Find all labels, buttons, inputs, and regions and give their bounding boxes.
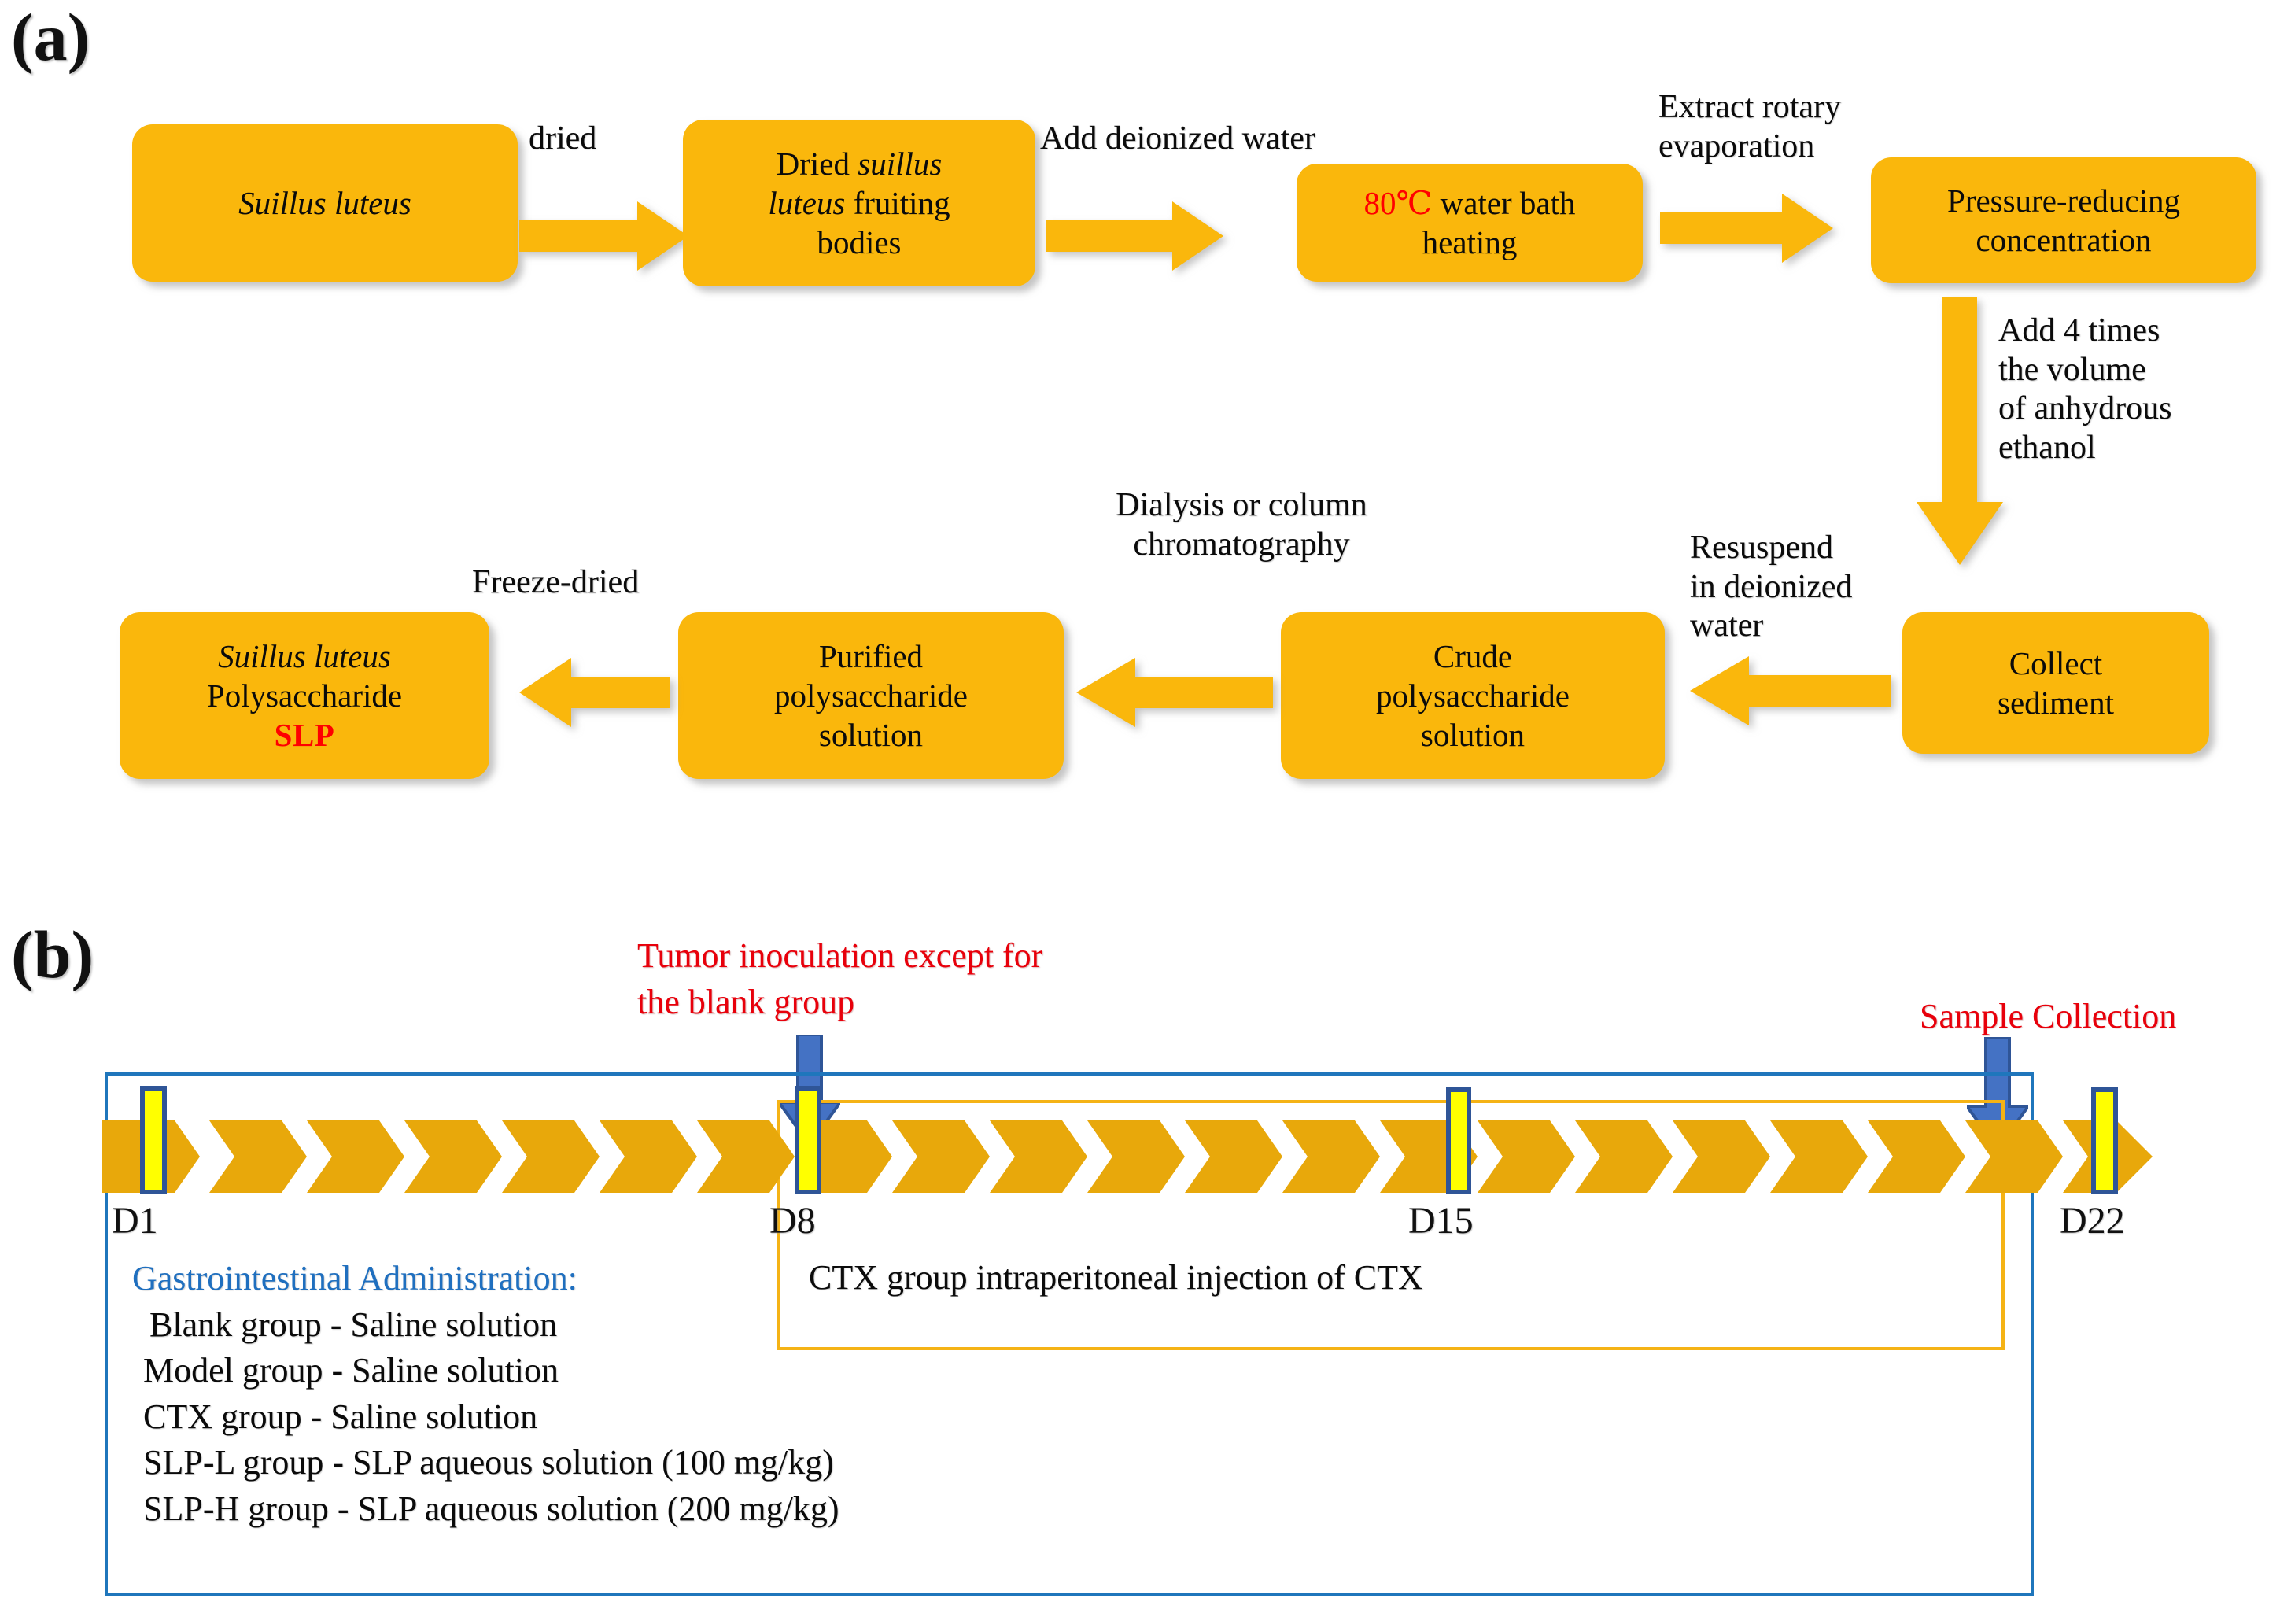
arrow-down-add-ethanol <box>1917 297 2003 565</box>
legend-item-slp-h: SLP-H group - SLP aqueous solution (200 … <box>143 1489 839 1528</box>
arrow-right-add-water <box>1046 201 1223 271</box>
box-text-dried: Dried <box>776 145 858 182</box>
step-label-dried: dried <box>529 120 597 157</box>
box-text-slp: SLP <box>274 717 335 753</box>
box-text-80c: 80℃ <box>1363 184 1433 221</box>
blue-outline-box-gastrointestinal <box>105 1072 2034 1596</box>
box-text-purified: Purified <box>818 637 924 674</box>
ctx-band-text: CTX group intraperitoneal injection of C… <box>809 1258 1423 1297</box>
box-text-suillus-luteus: Suillus luteus <box>238 184 411 221</box>
box-text-collect: Collect <box>2009 644 2103 681</box>
day-marker-d8 <box>795 1086 821 1194</box>
legend-item-blank: Blank group - Saline solution <box>149 1305 558 1344</box>
box-text-polysaccharide: Polysaccharide <box>206 677 403 714</box>
day-label-d1: D1 <box>112 1200 158 1242</box>
arrow-left-resuspend <box>1690 656 1891 725</box>
day-label-d15: D15 <box>1408 1200 1474 1242</box>
timeline-chevron-band <box>102 1120 2153 1193</box>
box-text-bodies: bodies <box>817 224 902 260</box>
box-text-crude-poly: polysaccharide <box>1376 677 1570 714</box>
box-text-pressure-reducing: Pressure-reducing <box>1946 182 2180 219</box>
box-text-suillus: suillus <box>858 145 943 182</box>
day-marker-d1 <box>140 1086 167 1194</box>
panel-a-label: (a) <box>11 0 90 75</box>
arrow-left-dialysis <box>1076 658 1273 727</box>
arrow-right-dried <box>519 201 688 271</box>
annotation-tumor-inoculation: Tumor inoculation except for the blank g… <box>637 936 1043 1022</box>
legend-item-ctx: CTX group - Saline solution <box>143 1397 538 1436</box>
step-label-freeze-dried: Freeze-dried <box>472 564 640 600</box>
step-label-resuspend: Resuspend in deionized water <box>1690 530 1853 644</box>
box-text-fruiting: fruiting <box>845 184 950 221</box>
day-label-d8: D8 <box>769 1200 816 1242</box>
day-label-d22: D22 <box>2060 1200 2125 1242</box>
arrow-right-rotary-evaporation <box>1660 194 1833 263</box>
box-text-heating: heating <box>1422 224 1518 260</box>
box-text-concentration: concentration <box>1976 222 2152 258</box>
flow-box-dried-fruiting-bodies: Dried suillus luteus fruiting bodies <box>683 120 1035 286</box>
flow-box-suillus-luteus: Suillus luteus <box>132 124 518 282</box>
box-text-crude: Crude <box>1433 637 1513 674</box>
day-marker-d22 <box>2091 1087 2118 1194</box>
flow-box-water-bath-heating: 80℃ water bath heating <box>1297 164 1643 282</box>
flow-box-collect-sediment: Collect sediment <box>1902 612 2209 754</box>
flow-box-crude-polysaccharide: Crude polysaccharide solution <box>1281 612 1665 779</box>
box-text-crude-solution: solution <box>1420 717 1526 753</box>
legend-gastrointestinal: Gastrointestinal Administration: Blank g… <box>132 1256 839 1532</box>
step-label-dialysis: Dialysis or column chromatography <box>1116 487 1367 563</box>
box-text-purified-solution: solution <box>818 717 924 753</box>
legend-header: Gastrointestinal Administration: <box>132 1259 577 1297</box>
annotation-sample-collection: Sample Collection <box>1920 997 2177 1035</box>
arrow-left-freeze-dried <box>519 658 670 727</box>
box-text-purified-poly: polysaccharide <box>774 677 968 714</box>
flow-box-purified-polysaccharide: Purified polysaccharide solution <box>678 612 1064 779</box>
box-text-water-bath: water bath <box>1432 184 1576 221</box>
box-text-sediment: sediment <box>1997 685 2115 721</box>
day-marker-d15 <box>1446 1087 1471 1194</box>
step-label-add-deionized-water: Add deionized water <box>1040 120 1315 157</box>
legend-item-slp-l: SLP-L group - SLP aqueous solution (100 … <box>143 1443 834 1482</box>
box-text-luteus: luteus <box>768 184 846 221</box>
panel-b-label: (b) <box>11 917 94 992</box>
box-text-slp-suillus-luteus: Suillus luteus <box>218 637 391 674</box>
legend-item-model: Model group - Saline solution <box>143 1351 559 1390</box>
flow-box-pressure-reducing-concentration: Pressure-reducing concentration <box>1871 157 2256 283</box>
flow-box-slp-product: Suillus luteus Polysaccharide SLP <box>120 612 489 779</box>
step-label-extract-rotary-evaporation: Extract rotary evaporation <box>1658 89 1842 164</box>
gold-outline-box-ctx <box>777 1100 2005 1350</box>
step-label-add-ethanol: Add 4 times the volume of anhydrous etha… <box>1998 312 2172 466</box>
